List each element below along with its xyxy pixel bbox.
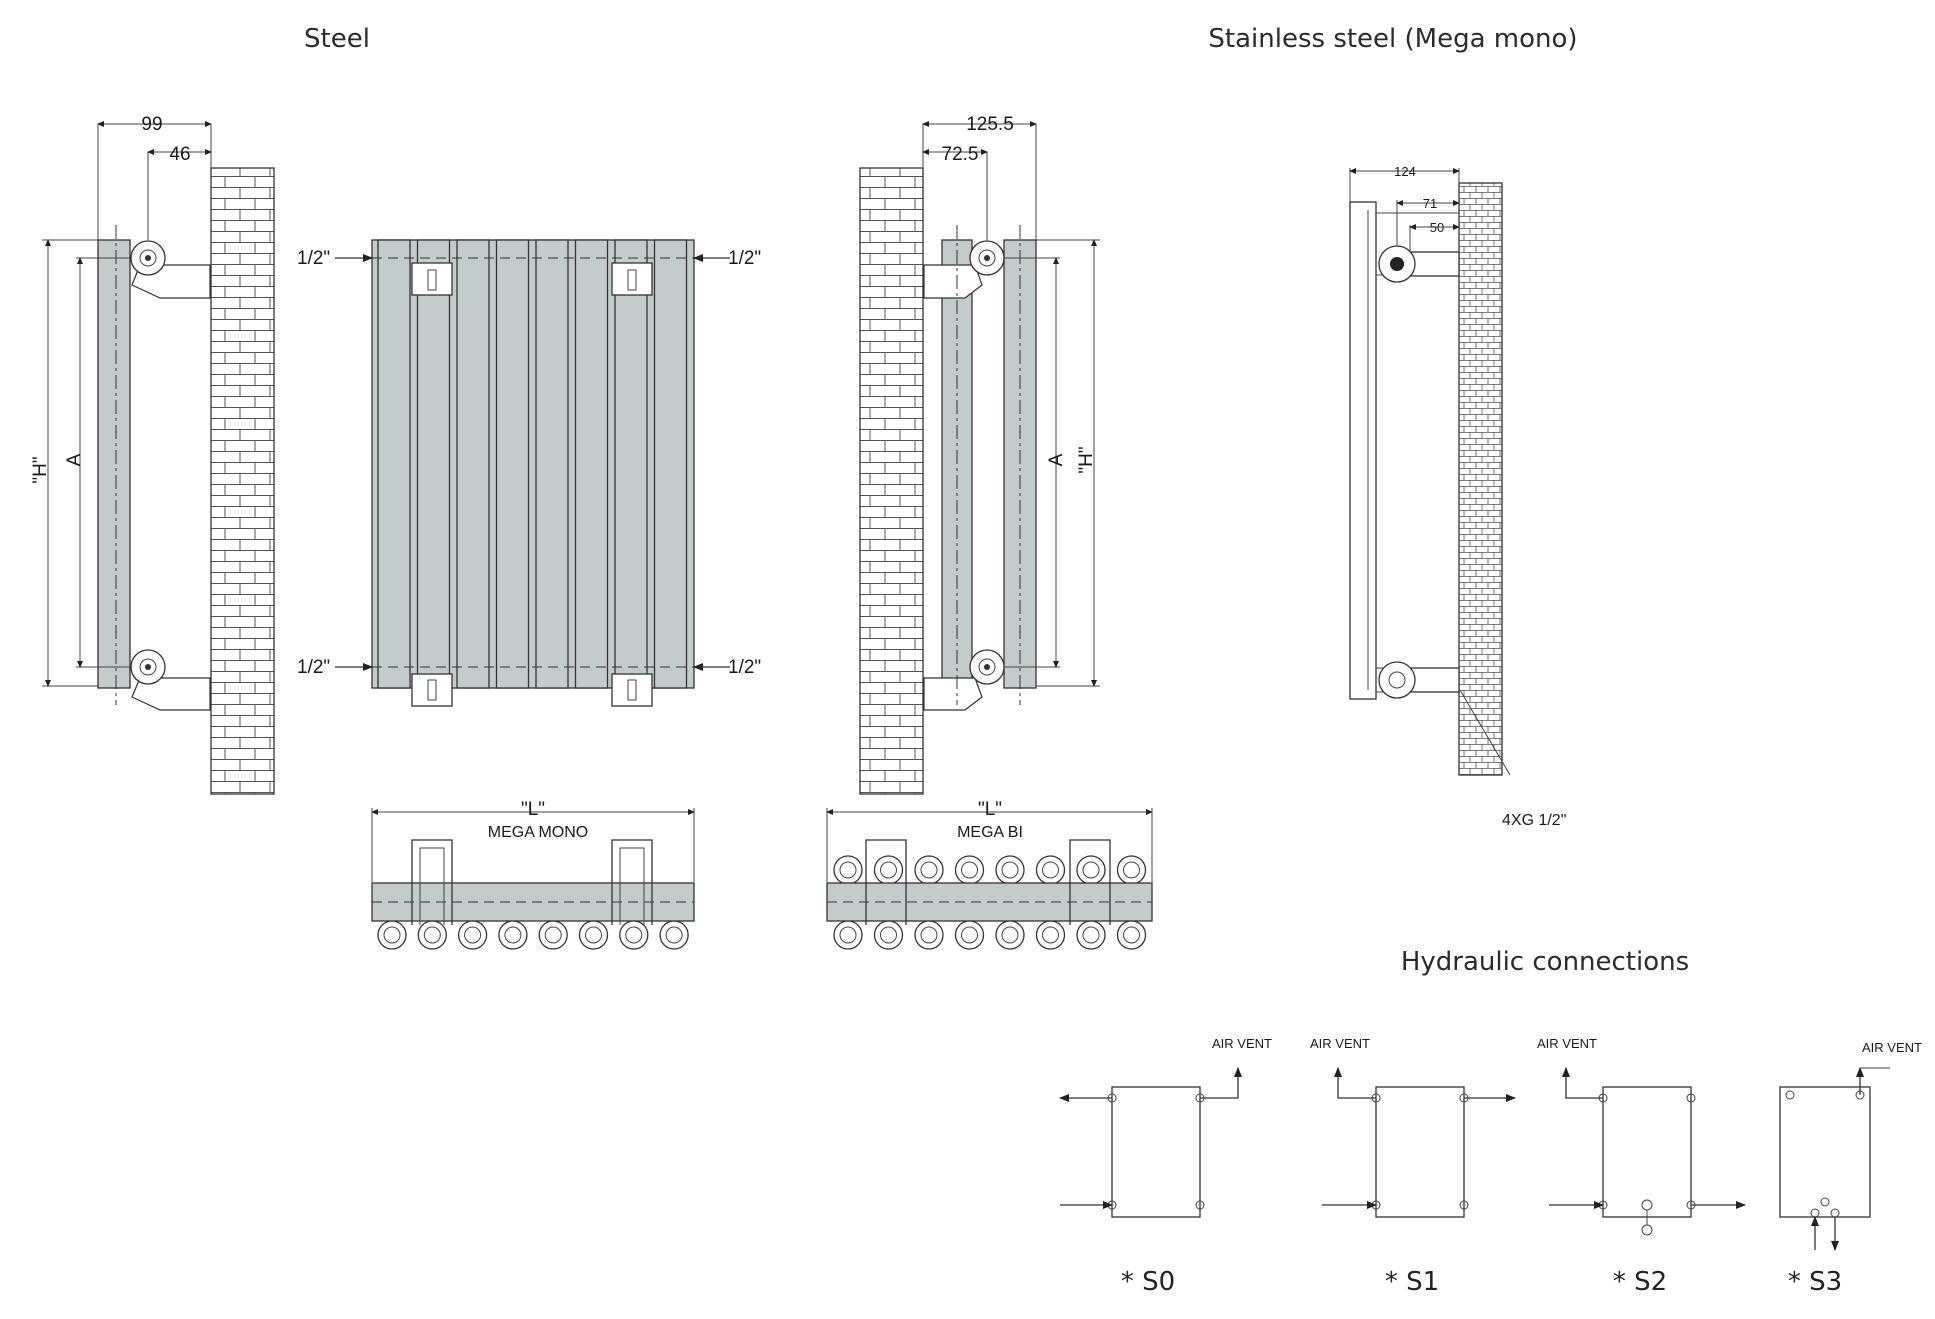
tube-section	[1116, 920, 1147, 950]
hydraulic-s3: AIR VENT * S3	[1779, 1040, 1922, 1297]
dim-46: 46	[169, 144, 190, 165]
stainless-side-view: 124 71 50 4XG 1/2"	[1349, 164, 1566, 829]
wall-brick-bi	[859, 167, 924, 795]
front-view: 1/2" 1/2" 1/2" 1/2"	[297, 239, 761, 707]
tube-section	[1035, 920, 1066, 950]
dim-50: 50	[1430, 220, 1444, 235]
tube-section	[873, 920, 904, 950]
tube-section	[659, 920, 689, 950]
conn-bottom-left: 1/2"	[297, 657, 330, 678]
dim-72-5: 72.5	[942, 144, 979, 165]
hydraulic-s0: AIR VENT * S0	[1059, 1036, 1272, 1297]
tube-section	[995, 855, 1025, 885]
stainless-column	[1349, 201, 1377, 700]
title-stainless-steel: Stainless steel (Mega mono)	[1208, 24, 1577, 54]
tube-section	[1076, 855, 1106, 885]
dim-125-5: 125.5	[966, 114, 1014, 135]
tube-section	[833, 920, 863, 950]
tube-section	[498, 920, 528, 950]
tube-section	[538, 920, 568, 950]
label-h-bi: "H"	[1076, 446, 1097, 473]
hydraulic-s1: AIR VENT * S1	[1310, 1036, 1516, 1297]
tube-section	[619, 920, 649, 950]
front-column	[574, 239, 609, 689]
dim-99: 99	[141, 114, 162, 135]
title-steel: Steel	[304, 24, 370, 54]
tube-section	[377, 920, 407, 950]
front-column	[416, 239, 451, 689]
conn-top-left: 1/2"	[297, 248, 330, 269]
tube-section	[417, 920, 447, 950]
fixing-label: 4XG 1/2"	[1502, 812, 1566, 829]
code-s0: * S0	[1121, 1267, 1175, 1297]
tube-section	[1035, 855, 1066, 885]
tube-section	[1116, 855, 1147, 885]
dim-71: 71	[1423, 196, 1437, 211]
plan-view-mega-mono: "L" MEGA MONO	[371, 799, 695, 950]
label-l-bi: "L"	[978, 799, 1002, 820]
front-column	[614, 239, 648, 689]
title-hydraulic-connections: Hydraulic connections	[1401, 947, 1689, 977]
tube-section	[995, 920, 1025, 950]
front-column	[456, 239, 490, 689]
tube-section	[954, 920, 985, 950]
tube-section	[954, 855, 985, 885]
steel-side-view: 99 46 "H" A	[30, 114, 275, 795]
tube-section	[914, 855, 944, 885]
wall-bracket-bottom	[131, 677, 211, 711]
wall-brick	[210, 167, 275, 795]
radiator-column	[97, 239, 131, 689]
code-s1: * S1	[1385, 1267, 1439, 1297]
label-a-bi: A	[1046, 453, 1067, 466]
front-column	[535, 239, 569, 689]
air-vent-s1: AIR VENT	[1310, 1036, 1370, 1051]
bi-side-view: 125.5 72.5 "H" A	[859, 114, 1100, 795]
conn-bottom-right: 1/2"	[728, 657, 761, 678]
front-column	[495, 239, 530, 689]
conn-top-right: 1/2"	[728, 248, 761, 269]
label-h: "H"	[30, 456, 51, 483]
dim-124: 124	[1394, 164, 1416, 179]
front-column	[377, 239, 411, 689]
tube-section	[873, 855, 904, 885]
wall-brick-stainless	[1458, 182, 1503, 776]
label-mega-mono: MEGA MONO	[488, 824, 588, 841]
code-s2: * S2	[1613, 1267, 1667, 1297]
tube-section	[914, 920, 944, 950]
label-a: A	[64, 453, 85, 466]
tube-section	[833, 855, 863, 885]
front-column	[653, 239, 688, 689]
plan-view-mega-bi: "L" MEGA BI	[826, 799, 1153, 950]
tube-section	[1076, 920, 1106, 950]
hydraulic-s2: AIR VENT * S2	[1537, 1036, 1746, 1297]
air-vent-s2: AIR VENT	[1537, 1036, 1597, 1051]
air-vent-s0: AIR VENT	[1212, 1036, 1272, 1051]
label-mega-bi: MEGA BI	[957, 824, 1023, 841]
code-s3: * S3	[1788, 1267, 1842, 1297]
label-l-mono: "L"	[521, 799, 545, 820]
tube-section	[578, 920, 609, 950]
tube-section	[457, 920, 488, 950]
air-vent-s3: AIR VENT	[1862, 1040, 1922, 1055]
